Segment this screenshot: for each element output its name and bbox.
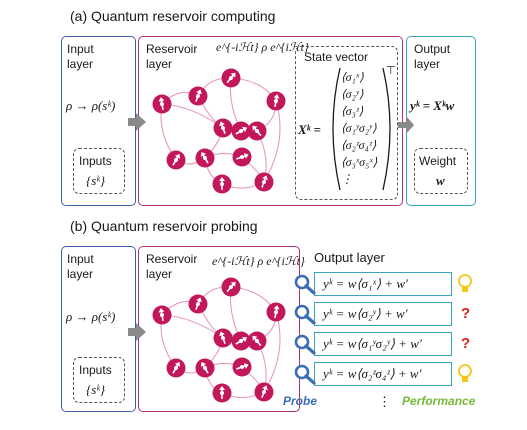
spin-arrow-icon xyxy=(219,121,226,134)
spin-arrow-icon xyxy=(172,153,181,166)
flow-arrow-icon xyxy=(398,116,414,134)
panel-b-inputs-box xyxy=(73,357,125,403)
panel-b-inputs-set: {sᵏ} xyxy=(86,382,106,397)
panel-b-probe-label: Probe xyxy=(283,394,318,408)
magnifier-handle xyxy=(304,284,316,295)
panel-b-performance-label: Performance xyxy=(402,394,476,408)
panel-b-reservoir-label: Reservoir layer xyxy=(146,252,198,281)
state-vector-entry: ⟨σ₂ʸ⟩ xyxy=(341,87,364,101)
panel-a-title: (a) Quantum reservoir computing xyxy=(70,8,276,24)
reservoir-link xyxy=(161,103,224,129)
lightbulb-icon xyxy=(458,364,472,378)
spin-arrow-icon xyxy=(226,281,236,293)
question-mark-icon: ? xyxy=(461,305,471,322)
panel-a-transpose: ⊤ xyxy=(386,65,396,77)
spin-arrow-icon xyxy=(273,94,280,108)
question-mark-icon: ? xyxy=(461,335,471,352)
panel-b-title: (b) Quantum reservoir probing xyxy=(70,218,258,234)
panel-a-weight-symbol: w xyxy=(436,173,445,188)
output-row-equation: yᵏ = w⟨σ₁ʸσ₂ʸ⟩ + w′ xyxy=(314,332,452,356)
state-vector-entry: ⟨σ₂ᶻσ₄ᶻ⟩ xyxy=(341,138,377,152)
panel-a-inputs-set: {sᵏ} xyxy=(86,173,106,188)
panel-a-state-vector-box xyxy=(295,46,398,200)
output-row-equation: yᵏ = w⟨σ₂ʸ⟩ + w′ xyxy=(314,302,452,326)
lightbulb-icon xyxy=(458,274,472,288)
spin-arrow-icon xyxy=(219,331,226,344)
panel-b-input-map: ρ → ρ(sᵏ) xyxy=(66,309,116,324)
magnifier-handle xyxy=(304,314,316,325)
spin-arrow-icon xyxy=(252,335,262,347)
panel-b-more: ⋮ xyxy=(378,394,391,409)
reservoir-link xyxy=(161,314,224,339)
panel-a-reservoir-evolution: e^{-iℋt} ρ e^{iℋt} xyxy=(216,40,309,54)
spin-arrow-icon xyxy=(252,125,262,137)
state-vector-entry: ⟨σ₁ˣ⟩ xyxy=(341,70,364,84)
spin-arrow-icon xyxy=(219,177,225,190)
spin-arrow-icon xyxy=(200,151,209,164)
spin-arrow-icon xyxy=(158,308,165,322)
flow-arrow-icon xyxy=(128,323,146,341)
spin-arrow-icon xyxy=(200,361,209,374)
state-vector-entry: ⟨σ₁ʸσ₂ʸ⟩ xyxy=(341,121,377,135)
spin-arrow-icon xyxy=(236,363,249,370)
panel-b-input-label: Input layer xyxy=(67,252,94,281)
panel-a-input-label: Input layer xyxy=(67,42,94,71)
magnifier-handle xyxy=(304,344,316,355)
magnifier-handle xyxy=(304,374,316,385)
panel-a-input-map: ρ → ρ(sᵏ) xyxy=(66,98,116,113)
spin-arrow-icon xyxy=(235,126,248,135)
spin-arrow-icon xyxy=(236,153,249,160)
panel-b-inputs-label: Inputs xyxy=(79,363,112,377)
panel-a-inputs-box xyxy=(73,148,125,194)
panel-a-reservoir-label: Reservoir layer xyxy=(146,42,198,71)
panel-a-inputs-label: Inputs xyxy=(79,154,112,168)
panel-a-state-vector-lhs: Xᵏ = xyxy=(298,122,321,137)
panel-a-output-label: Output layer xyxy=(414,42,451,71)
panel-a-output-eq: yᵏ = Xᵏw xyxy=(410,98,455,113)
spin-arrow-icon xyxy=(195,89,202,102)
state-vector-entry: ⟨σ₃ˣσ₅ˣ⟩ xyxy=(341,155,378,169)
panel-a-state-vector-label: State vector xyxy=(304,50,369,64)
output-row-equation: yᵏ = w⟨σ₁ˣ⟩ + w′ xyxy=(314,272,452,296)
spin-arrow-icon xyxy=(261,385,268,398)
spin-arrow-icon xyxy=(158,97,165,111)
state-vector-entry: ⋮ xyxy=(341,172,353,186)
spin-arrow-icon xyxy=(219,386,225,399)
lightbulb-base xyxy=(462,287,468,292)
left-paren xyxy=(332,67,341,191)
output-row-equation: yᵏ = w⟨σ₂ᶻσ₄ᶻ⟩ + w′ xyxy=(314,362,452,386)
flow-arrow-icon xyxy=(128,113,146,131)
spin-arrow-icon xyxy=(261,175,268,188)
panel-a-weight-box xyxy=(414,148,468,194)
spin-arrow-icon xyxy=(226,72,236,84)
spin-arrow-icon xyxy=(273,305,280,319)
state-vector-entry: ⟨σ₃ᶻ⟩ xyxy=(341,104,364,118)
panel-b-reservoir-evolution: e^{-iℋt} ρ e^{iℋt} xyxy=(212,254,305,268)
panel-b-output-label: Output layer xyxy=(314,250,385,265)
panel-a-weight-label: Weight xyxy=(419,154,457,168)
right-paren xyxy=(382,67,391,191)
spin-arrow-icon xyxy=(235,336,248,345)
spin-arrow-icon xyxy=(195,297,202,310)
lightbulb-base xyxy=(462,377,468,382)
spin-arrow-icon xyxy=(172,361,181,374)
